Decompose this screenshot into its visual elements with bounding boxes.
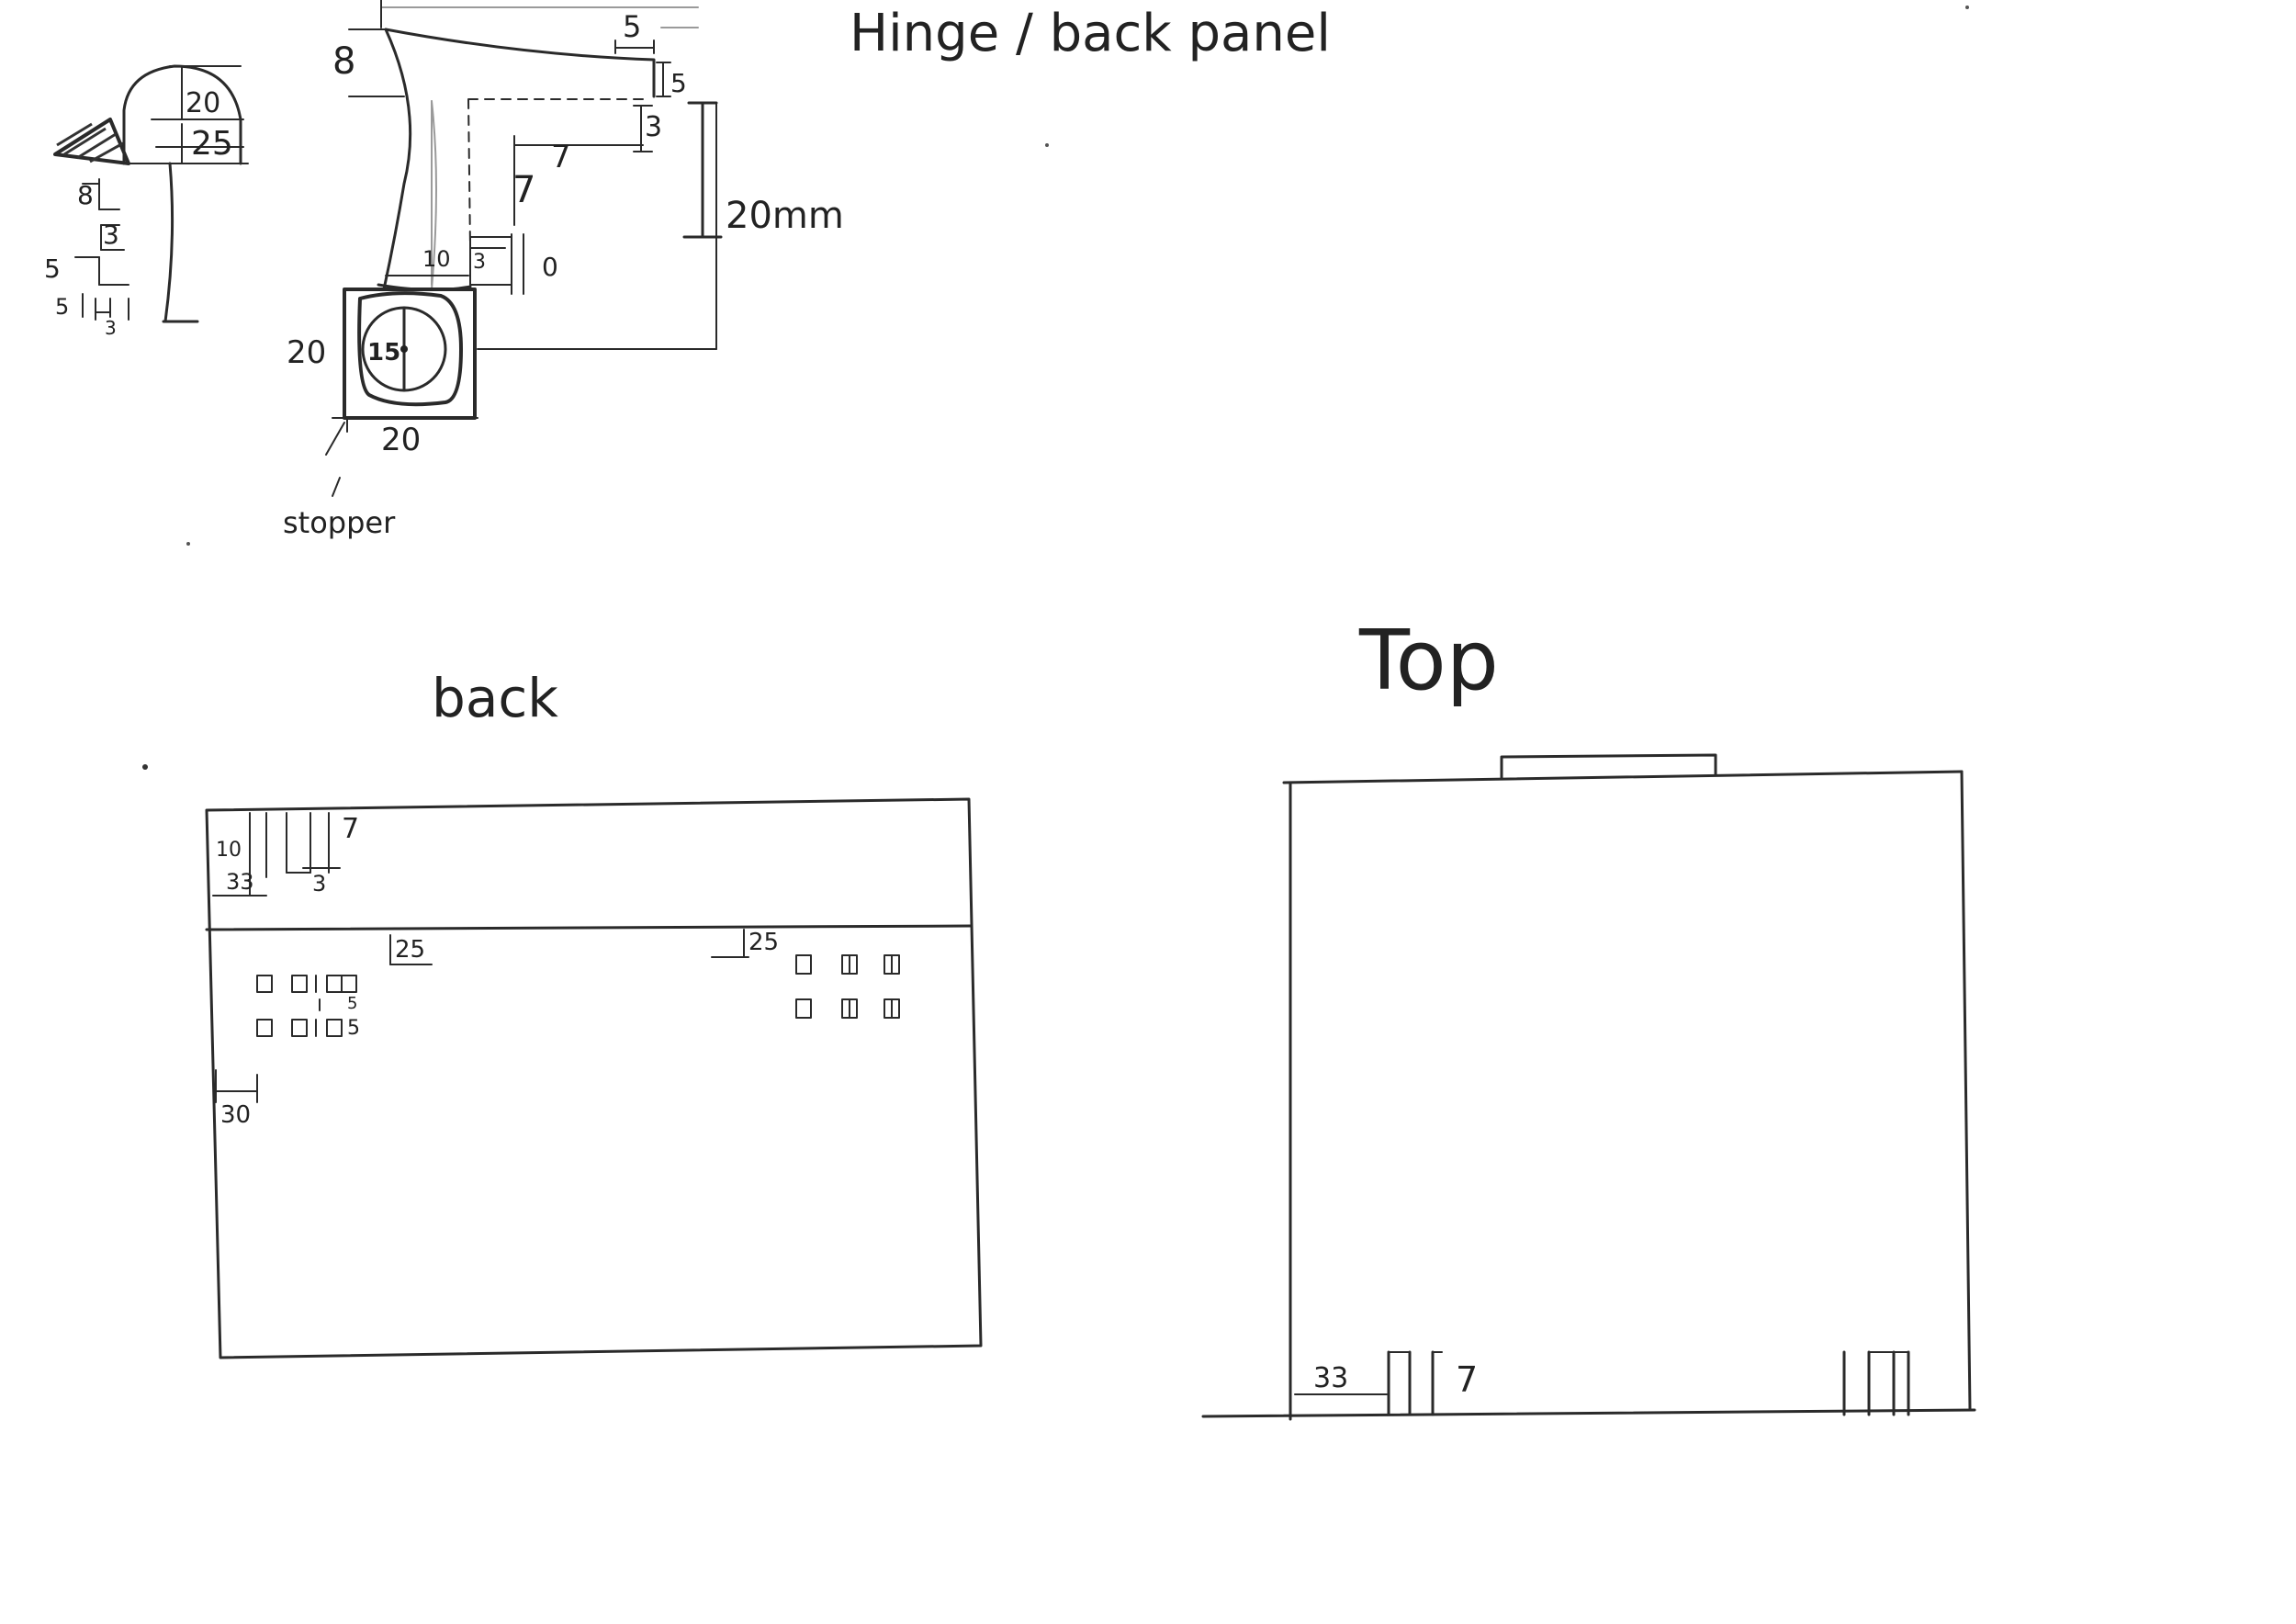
top-dim-7: 7 <box>1456 1359 1478 1400</box>
back-dim-30: 30 <box>220 1101 251 1129</box>
hinge-dim-3: 3 <box>645 111 662 143</box>
hinge-dim-7-b: 7 <box>512 169 535 211</box>
profile-dim-25: 25 <box>191 125 233 163</box>
hinge-dim-3-small: 3 <box>473 251 486 274</box>
hinge-dim-20mm: 20mm <box>726 195 844 237</box>
back-dim-5-b: 5 <box>347 1017 360 1040</box>
profile-dim-5-b: 5 <box>55 294 69 320</box>
back-title: back <box>432 667 558 729</box>
hinge-dim-right-5: 5 <box>670 68 687 98</box>
back-dim-25-right: 25 <box>748 929 779 956</box>
left-hole-grid: 5 5 <box>256 975 360 1040</box>
hinge-dim-15: 15 <box>367 339 400 367</box>
profile-dim-3-bottom: 3 <box>105 317 117 339</box>
back-dim-10: 10 <box>216 839 242 862</box>
top-panel: 33 7 <box>1201 753 1976 1421</box>
hinge-dim-7-a: 7 <box>551 139 571 175</box>
hatched-wall <box>53 118 130 165</box>
back-dim-33: 33 <box>226 869 254 895</box>
back-panel: 10 33 7 3 25 25 5 5 <box>205 797 983 1359</box>
right-hole-grid <box>795 954 900 1019</box>
top-dim-33: 33 <box>1313 1362 1348 1394</box>
back-dim-3: 3 <box>312 871 326 897</box>
profile-dim-8: 8 <box>77 180 94 210</box>
profile-sketch: 20 25 8 3 5 5 3 <box>44 64 249 339</box>
stopper-label: stopper <box>283 505 396 540</box>
hinge-panel-title: Hinge / back panel <box>850 4 1331 63</box>
hinge-dim-0: 0 <box>542 252 558 282</box>
hinge-sketch: 5 8 5 3 7 7 20mm 3 <box>283 0 844 540</box>
hinge-dim-10: 10 <box>422 246 451 272</box>
profile-dim-20: 20 <box>186 87 220 119</box>
top-title: Top <box>1358 613 1499 709</box>
back-dim-7: 7 <box>342 813 359 845</box>
profile-dim-5-a: 5 <box>44 254 61 284</box>
profile-dim-3: 3 <box>103 220 119 250</box>
back-dim-25-left: 25 <box>395 936 425 964</box>
hinge-dim-20-left: 20 <box>287 334 326 371</box>
hinge-dim-8: 8 <box>332 40 355 83</box>
back-dim-5-a: 5 <box>347 994 357 1013</box>
hinge-dim-20-bottom: 20 <box>381 422 421 458</box>
hinge-dim-top-5: 5 <box>623 9 641 44</box>
